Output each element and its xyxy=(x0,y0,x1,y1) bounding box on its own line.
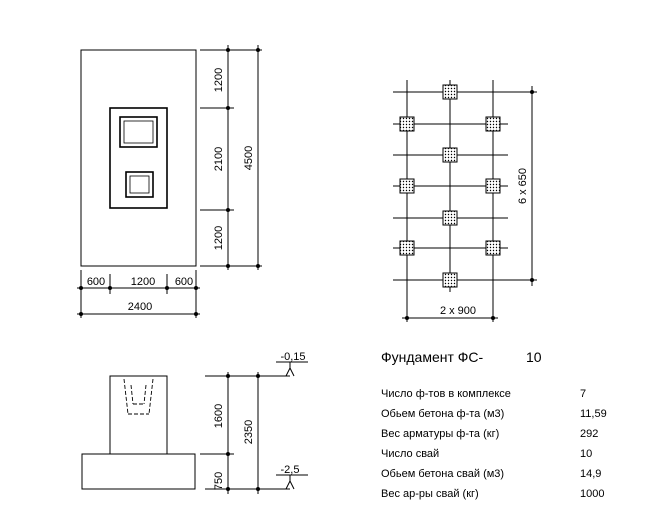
pile-markers xyxy=(399,84,501,288)
plan-dim-top: 1200 xyxy=(213,68,225,92)
spec-block: Фундамент ФС- 10 Число ф-тов в комплексе… xyxy=(381,349,607,500)
pile xyxy=(485,116,501,132)
spec-row-label: Вес арматуры ф-та (кг) xyxy=(381,428,499,440)
level-mark-top: -0,15 xyxy=(205,351,308,377)
level-mark-bottom: -2,5 xyxy=(205,464,308,490)
pile xyxy=(442,147,458,163)
spec-row-value: 1000 xyxy=(580,488,604,500)
plan-dim-vertical-chain: 1200 2100 1200 xyxy=(200,45,262,270)
plan-dim-vertical-total: 4500 xyxy=(243,45,260,270)
plan-dim-right: 600 xyxy=(175,276,193,288)
section-slab xyxy=(81,453,196,490)
section-pedestal xyxy=(109,375,168,455)
pile-dim-vertical-label: 6 x 650 xyxy=(517,168,529,204)
pile xyxy=(485,178,501,194)
foundation-title: Фундамент ФС- xyxy=(381,349,484,365)
plan-dim-total-width: 2400 xyxy=(128,301,152,313)
pile xyxy=(442,210,458,226)
plan-dim-bottom: 1200 xyxy=(213,226,225,250)
pile-dim-horizontal: 2 x 900 xyxy=(402,305,498,320)
section-dim-chain: 1600 750 xyxy=(200,372,234,494)
plan-view: 1200 2100 1200 4500 600 1200 600 xyxy=(77,45,262,318)
plan-dim-total-height: 4500 xyxy=(243,146,255,170)
pile-dim-vertical: 6 x 650 xyxy=(517,86,534,286)
pile xyxy=(399,178,415,194)
pile xyxy=(442,272,458,288)
foundation-number: 10 xyxy=(526,349,542,365)
plan-pedestal xyxy=(109,107,168,209)
plan-socket-lower xyxy=(125,171,154,198)
plan-dim-center: 1200 xyxy=(131,276,155,288)
plan-outline xyxy=(80,49,197,267)
spec-row-label: Обьем бетона ф-та (м3) xyxy=(381,408,504,420)
pile xyxy=(485,240,501,256)
spec-row-label: Вес ар-ры свай (кг) xyxy=(381,488,479,500)
pile-dim-horizontal-label: 2 x 900 xyxy=(440,305,476,317)
pile xyxy=(442,84,458,100)
section-dim-total: 2350 xyxy=(243,372,260,494)
level-top-label: -0,15 xyxy=(280,351,305,363)
plan-socket-upper xyxy=(119,116,158,148)
spec-row-value: 7 xyxy=(580,388,586,400)
section-view: -0,15 -2,5 1600 750 2350 xyxy=(81,351,308,494)
spec-row-value: 10 xyxy=(580,448,592,460)
plan-dim-horizontal-chain: 600 1200 600 xyxy=(77,270,200,318)
spec-row-value: 11,59 xyxy=(580,408,607,420)
spec-row-value: 292 xyxy=(580,428,598,440)
spec-row-value: 14,9 xyxy=(580,468,601,480)
plan-dim-horizontal-total: 2400 xyxy=(77,301,200,316)
section-dim-total-label: 2350 xyxy=(243,420,255,444)
pile-grid-rows xyxy=(393,91,537,281)
section-socket xyxy=(123,378,154,415)
plan-dim-middle: 2100 xyxy=(213,147,225,171)
section-dim-lower: 750 xyxy=(213,472,225,490)
plan-dim-left: 600 xyxy=(87,276,105,288)
spec-row-label: Число свай xyxy=(381,448,439,460)
spec-row-label: Обьем бетона свай (м3) xyxy=(381,468,504,480)
level-bottom-label: -2,5 xyxy=(281,464,300,476)
spec-row-label: Число ф-тов в комплексе xyxy=(381,388,511,400)
pile xyxy=(399,240,415,256)
pile-layout: 6 x 650 2 x 900 xyxy=(393,80,537,322)
section-dim-upper: 1600 xyxy=(213,404,225,428)
pile xyxy=(399,116,415,132)
